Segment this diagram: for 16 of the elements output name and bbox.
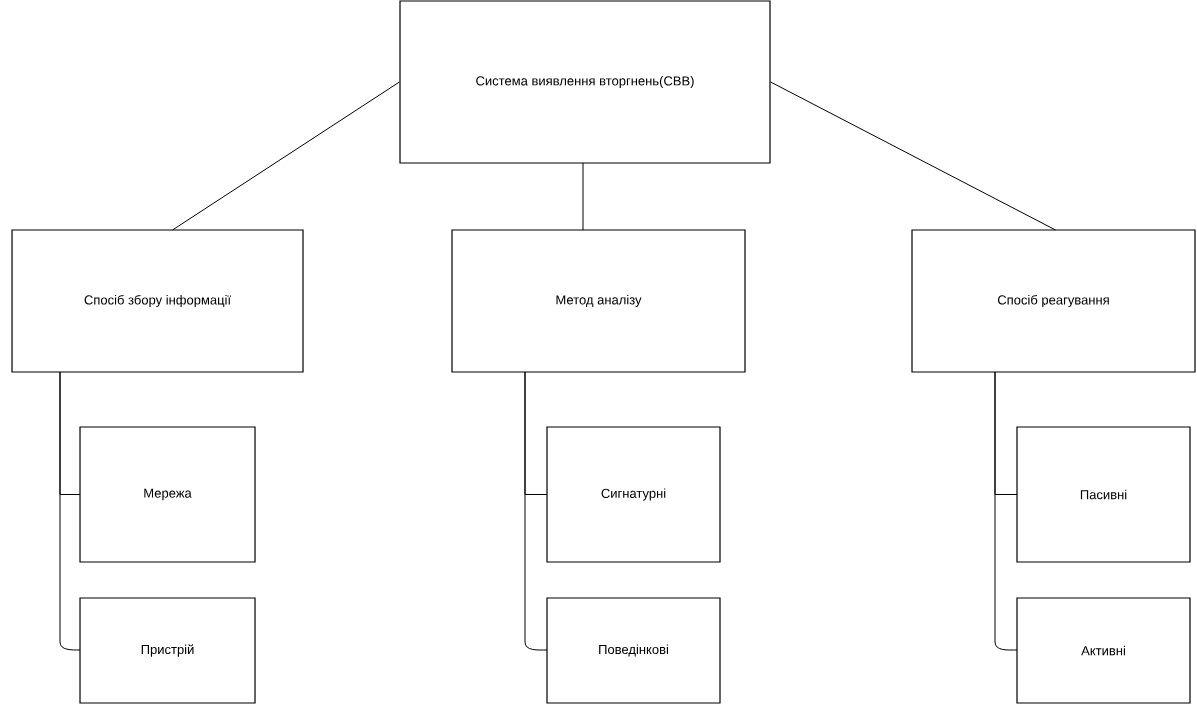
item-box: Поведінкові (546, 597, 721, 704)
category-box: Спосіб збору інформації (11, 229, 304, 373)
item-box: Пристрій (79, 597, 256, 704)
item-box: Мережа (79, 426, 256, 563)
category-box: Спосіб реагування (911, 229, 1196, 373)
item-box: Сигнатурні (546, 426, 721, 563)
category-box: Метод аналізу (451, 229, 746, 373)
connector-line (770, 81, 1056, 231)
connector-line (994, 371, 1018, 651)
connector-line (59, 371, 81, 651)
connector-line (582, 162, 584, 231)
item-box: Активні (1016, 597, 1191, 704)
connector-line (172, 81, 400, 231)
connector-line (524, 371, 548, 651)
root-box: Система виявлення вторгнень(СВВ) (399, 0, 771, 164)
item-box: Пасивні (1016, 426, 1191, 563)
